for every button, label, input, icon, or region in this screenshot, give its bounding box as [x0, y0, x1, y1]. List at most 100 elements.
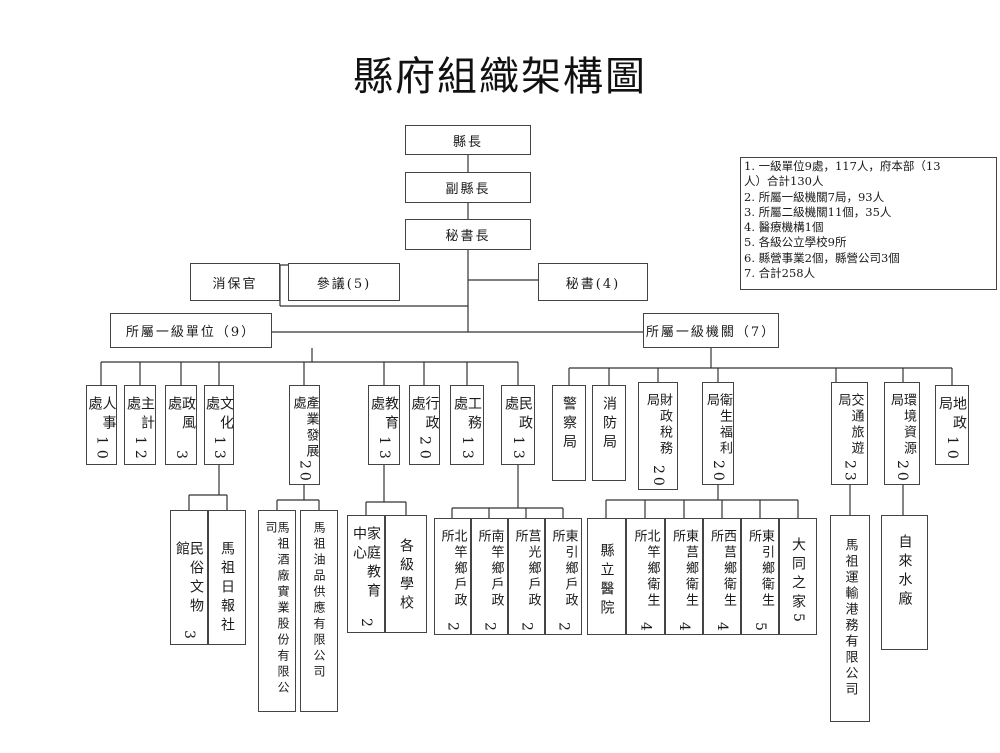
sub-unit-name: 南竿鄉戶政所: [475, 529, 504, 609]
sub-unit-name: 自來水廠: [896, 534, 913, 610]
level1-units-group: 所屬一級單位（9）: [110, 313, 272, 348]
sub-unit-name: 莒光鄉戶政所: [512, 529, 541, 609]
note-line: 2. 所屬一級機關7局，93人: [744, 189, 885, 204]
agency-box: 財政稅務局 20: [638, 382, 678, 490]
unit-count: 13: [459, 436, 475, 464]
unit-count: 13: [211, 436, 227, 464]
sub-unit-name: 東引鄉戶政所: [549, 529, 578, 609]
sub-unit-count: 5: [790, 613, 806, 627]
sub-unit-name: 家庭教育中心: [351, 526, 381, 602]
note-line: 1. 一級單位9處，117人，府本部（13: [744, 159, 941, 173]
sub-unit-name: 北竿鄉衛生所: [631, 529, 660, 609]
sub-unit-count: 3: [181, 630, 197, 644]
agency-name: 環境資源局: [888, 393, 916, 457]
note-line: 6. 縣營事業2個，縣營公司3個: [744, 250, 900, 265]
sub-unit-name: 西莒鄉衛生所: [708, 529, 736, 609]
unit-name: 工務處: [452, 396, 482, 434]
sub-unit-name: 馬祖日報社: [219, 541, 235, 636]
consumer-protection-officer-box: 消保官: [190, 263, 280, 301]
unit-count: 10: [93, 436, 110, 464]
deputy-magistrate-box: 副縣長: [405, 172, 531, 203]
agency-name: 地政局: [937, 396, 967, 434]
sub-unit-count: 4: [637, 622, 654, 634]
agency-name: 衛生福利局: [704, 393, 732, 457]
agency-box: 衛生福利局 20: [702, 382, 734, 485]
sub-unit-name: 馬祖運輸港務有限公司: [842, 538, 858, 698]
sub-unit-name: 東莒鄉衛生所: [670, 529, 698, 609]
sub-unit-count: 4: [714, 622, 730, 634]
sub-unit-name: 馬祖酒廠實業股份有限公司: [264, 521, 290, 697]
sub-unit-name: 大同之家: [790, 537, 806, 613]
agency-name: 警察局: [561, 396, 577, 453]
note-line: 5. 各級公立學校9所: [744, 235, 847, 250]
chart-title: 縣府組織架構圖: [353, 54, 647, 100]
sub-unit-name: 民俗文物館: [174, 541, 204, 617]
unit-count: 13: [510, 436, 526, 464]
unit-count: 20: [416, 436, 433, 464]
sub-unit-name: 各級學校: [398, 538, 414, 614]
note-line: 4. 醫療機構1個: [744, 220, 824, 235]
agency-count: 23: [841, 460, 858, 484]
agency-name: 財政稅務局: [644, 393, 672, 457]
connector-lines: [100, 155, 953, 518]
unit-name: 文化處: [204, 396, 234, 434]
unit-count: 20: [296, 460, 313, 484]
agency-count: 20: [894, 460, 910, 484]
agency-count: 20: [650, 465, 666, 489]
unit-name: 行政處: [409, 396, 440, 434]
unit-name: 政風處: [166, 396, 196, 434]
unit-count: 12: [132, 436, 148, 464]
agency-box: 交通旅遊局 23: [831, 382, 868, 485]
secretary-box: 秘書(4): [538, 263, 648, 301]
agency-box: 消防局: [592, 385, 626, 481]
sub-unit-box: 馬祖運輸港務有限公司: [830, 515, 870, 722]
note-line: 7. 合計258人: [744, 266, 816, 281]
agency-count: 20: [710, 460, 726, 484]
sub-unit-box: 各級學校: [385, 515, 427, 633]
counselor-box: 參議(5): [288, 263, 400, 301]
unit-name: 產業發展處: [290, 396, 319, 460]
sub-unit-box: 縣立醫院: [587, 518, 626, 635]
summary-notes: 1. 一級單位9處，117人，府本部（13 人）合計130人 2. 所屬一級機關…: [740, 157, 997, 290]
agency-box: 警察局: [552, 385, 586, 481]
sub-unit-box: 莒光鄉戶政所 2: [508, 518, 545, 635]
sub-unit-box: 西莒鄉衛生所 4: [703, 518, 741, 635]
unit-name: 人事處: [86, 396, 117, 434]
magistrate-box: 縣長: [405, 125, 531, 155]
note-line: 人）合計130人: [744, 174, 824, 189]
agency-count: 10: [944, 436, 960, 464]
sub-unit-count: 2: [518, 622, 535, 634]
note-line: 3. 所屬二級機關11個，35人: [744, 204, 892, 219]
sub-unit-box: 馬祖油品供應有限公司: [300, 510, 338, 712]
agency-name: 消防局: [601, 396, 617, 453]
sub-unit-box: 南竿鄉戶政所 2: [471, 518, 508, 635]
sub-unit-box: 東莒鄉衛生所 4: [665, 518, 703, 635]
unit-name: 主計處: [125, 396, 155, 434]
sub-unit-box: 自來水廠: [881, 515, 928, 650]
agency-name: 交通旅遊局: [835, 393, 864, 457]
sub-unit-box: 東引鄉衛生所 5: [741, 518, 779, 635]
sub-unit-box: 民俗文物館 3: [170, 510, 208, 645]
secretary-general-box: 秘書長: [405, 219, 531, 250]
sub-unit-count: 4: [676, 622, 692, 634]
agency-box: 環境資源局 20: [884, 382, 920, 485]
sub-unit-name: 東引鄉衛生所: [746, 529, 774, 609]
sub-unit-count: 2: [481, 622, 498, 634]
sub-unit-box: 馬祖酒廠實業股份有限公司: [258, 510, 296, 712]
level1-agencies-group: 所屬一級機關（7）: [643, 313, 779, 348]
sub-unit-count: 5: [752, 622, 768, 634]
sub-unit-count: 2: [444, 622, 461, 634]
